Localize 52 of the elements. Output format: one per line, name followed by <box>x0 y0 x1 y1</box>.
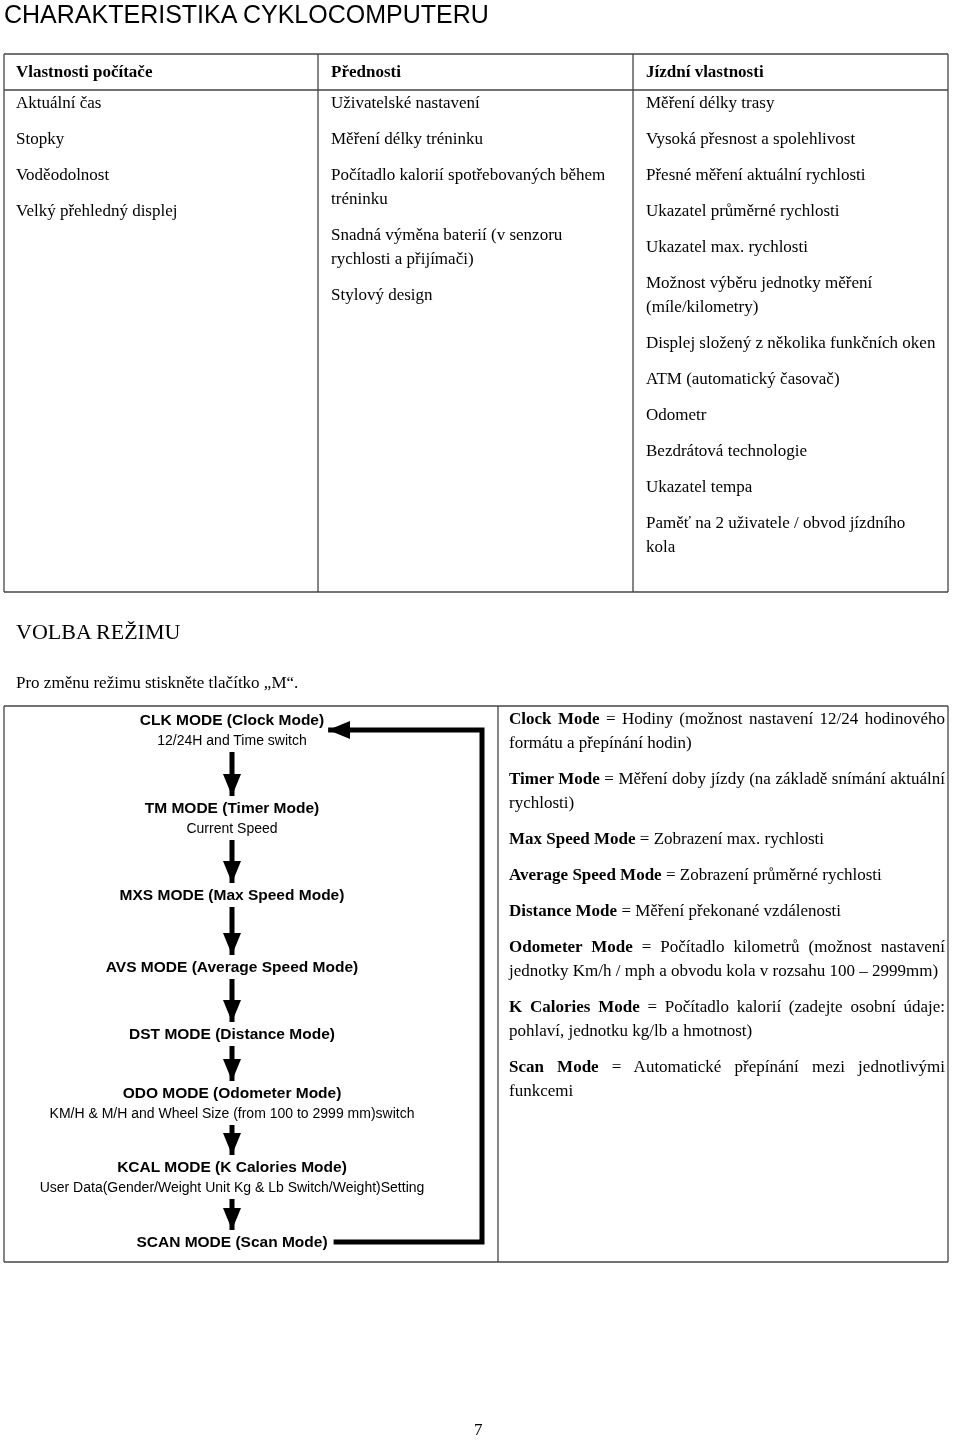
mode-label: ODO MODE (Odometer Mode) KM/H & M/H and Wheel Size (from 100 to 2999 mm)switch <box>49 1083 415 1123</box>
section-heading: VOLBA REŽIMU <box>16 618 181 646</box>
mode-description: Average Speed Mode = Zobrazení průměrné rychlosti <box>509 864 883 886</box>
page-number: 7 <box>474 1419 483 1440</box>
mode-description: Odometer Mode = Počítadlo kilometrů (možnost nastavení jednotky Km/h / mph a obvodu kola v rozsahu 100 – 2999mm) <box>509 936 945 982</box>
arrow <box>223 1046 241 1081</box>
arrow <box>223 907 241 955</box>
page-title: CHARAKTERISTIKA CYKLOCOMPUTERU <box>4 0 489 28</box>
column-header: Jízdní vlastnosti <box>646 61 764 83</box>
mode-label: CLK MODE (Clock Mode) 12/24H and Time switch <box>139 710 325 750</box>
column-header: Přednosti <box>331 61 401 83</box>
table-cell-text: Velký přehledný displej <box>16 200 179 222</box>
mode-label: KCAL MODE (K Calories Mode) User Data(Gender/Weight Unit Kg & Lb Switch/Weight)Setting <box>39 1157 425 1197</box>
mode-description: Distance Mode = Měření překonané vzdálenosti <box>509 900 843 922</box>
table-cell-text: Voděodolnost <box>16 164 111 186</box>
mode-description: K Calories Mode = Počítadlo kalorií (zadejte osobní údaje: pohlaví, jednotku kg/lb a hmotnost) <box>509 996 945 1042</box>
mode-label: AVS MODE (Average Speed Mode) <box>105 957 359 977</box>
table-cell-text: Uživatelské nastavení <box>331 92 481 114</box>
column-header: Vlastnosti počítače <box>16 61 153 83</box>
table-cell-text: Měření délky trasy <box>646 92 776 114</box>
loop-arrow <box>328 721 485 1245</box>
table-cell-text: Snadná výměna baterií (v senzoru rychlosti a přijímači) <box>331 224 564 270</box>
instruction-text: Pro změnu režimu stiskněte tlačítko „M“. <box>16 672 299 694</box>
table-cell-text: ATM (automatický časovač) <box>646 368 841 390</box>
arrow <box>223 1125 241 1155</box>
table-cell-text: Stylový design <box>331 284 434 306</box>
mode-label: TM MODE (Timer Mode) Current Speed <box>144 798 320 838</box>
arrow <box>223 752 241 796</box>
table-cell-text: Možnost výběru jednotky měření (míle/kilometry) <box>646 272 874 318</box>
mode-label: SCAN MODE (Scan Mode) <box>136 1232 328 1252</box>
table-cell-text: Stopky <box>16 128 66 150</box>
mode-label: DST MODE (Distance Mode) <box>129 1024 335 1044</box>
table-cell-text: Přesné měření aktuální rychlosti <box>646 164 867 186</box>
mode-description: Scan Mode = Automatické přepínání mezi jednotlivými funkcemi <box>509 1056 945 1102</box>
table-cell-text: Ukazatel tempa <box>646 476 754 498</box>
table-cell-text: Vysoká přesnost a spolehlivost <box>646 128 857 150</box>
arrow <box>223 840 241 883</box>
mode-label: MXS MODE (Max Speed Mode) <box>119 885 345 905</box>
table-cell-text: Odometr <box>646 404 708 426</box>
table-cell-text: Ukazatel průměrné rychlosti <box>646 200 841 222</box>
mode-description: Clock Mode = Hodiny (možnost nastavení 12/24 hodinového formátu a přepínání hodin) <box>509 708 945 754</box>
table-cell-text: Paměť na 2 uživatele / obvod jízdního kola <box>646 512 907 558</box>
table-cell-text: Ukazatel max. rychlosti <box>646 236 809 258</box>
mode-description: Timer Mode = Měření doby jízdy (na základě snímání aktuální rychlosti) <box>509 768 945 814</box>
table-cell-text: Měření délky tréninku <box>331 128 484 150</box>
arrow <box>223 979 241 1022</box>
table-cell-text: Aktuální čas <box>16 92 103 114</box>
table-cell-text: Bezdrátová technologie <box>646 440 808 462</box>
mode-description: Max Speed Mode = Zobrazení max. rychlosti <box>509 828 826 850</box>
arrow <box>223 1199 241 1230</box>
table-cell-text: Displej složený z několika funkčních oken <box>646 332 936 354</box>
table-cell-text: Počítadlo kalorií spotřebovaných během tréninku <box>331 164 607 210</box>
